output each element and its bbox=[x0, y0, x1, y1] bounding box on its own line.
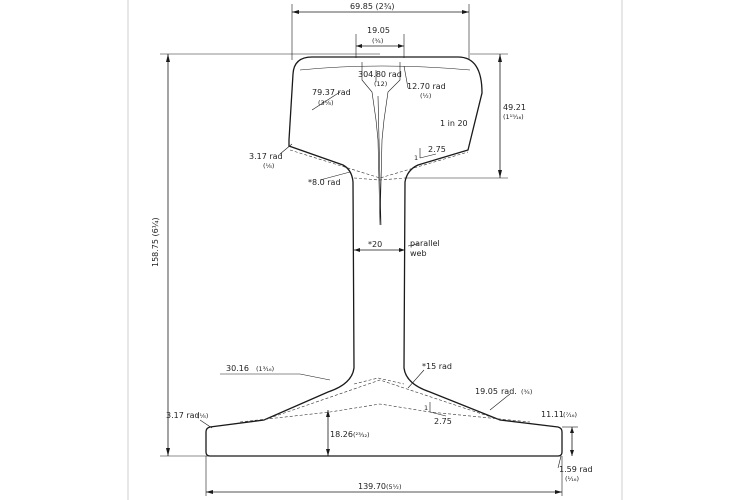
label-underhead-slope: 2.75 bbox=[428, 145, 446, 154]
label-head-width: 69.85 (2¾) bbox=[350, 2, 395, 11]
crown-curve bbox=[299, 65, 471, 71]
label-parallel: parallel bbox=[410, 239, 440, 248]
leader-159-rad bbox=[557, 455, 562, 469]
label-foot-edge-height: 11.11 bbox=[541, 410, 564, 419]
label-center-width-imperial: (¾) bbox=[372, 37, 383, 45]
label-1905-radius-suffix: rad. bbox=[501, 387, 517, 396]
label-head-depth: 49.21 bbox=[503, 103, 526, 112]
arrowhead bbox=[570, 450, 574, 456]
label-foot-corner-radius: 1.59 rad bbox=[559, 465, 593, 474]
arrowhead bbox=[354, 248, 360, 252]
label-foot-corner-radius-imperial: (¹⁄₁₆) bbox=[565, 475, 579, 483]
foot-hidden-line-3 bbox=[263, 379, 501, 421]
label-foot-thickness: 18.26 bbox=[330, 430, 353, 439]
label-center-width: 19.05 bbox=[367, 26, 390, 35]
arrowhead bbox=[398, 44, 404, 48]
label-foot-width: 139.70 bbox=[358, 482, 386, 491]
label-1905-radius: 19.05 bbox=[475, 387, 498, 396]
underhead-hidden-line bbox=[289, 149, 469, 179]
leader-79-rad bbox=[311, 91, 341, 111]
arrowhead bbox=[166, 54, 170, 62]
arrowhead bbox=[570, 427, 574, 433]
leader-1905-rad bbox=[489, 393, 511, 411]
label-foot-left: 30.16 bbox=[226, 364, 249, 373]
arrowhead bbox=[462, 10, 469, 14]
label-crown-radius-imperial: (12) bbox=[374, 80, 387, 88]
label-overall-height: 158.75 (6¼) bbox=[151, 217, 160, 267]
leader-1270-rad bbox=[403, 65, 409, 89]
leader-15-rad bbox=[407, 369, 425, 389]
label-head-depth-imperial: (1¹⁵⁄₁₆) bbox=[503, 113, 524, 121]
label-crown-radius: 304.80 rad bbox=[358, 70, 402, 79]
leader-317-rad-foot bbox=[199, 419, 213, 429]
leader-8-rad bbox=[319, 171, 351, 181]
label-foot-thickness-imperial: (²³⁄₃₂) bbox=[353, 431, 370, 439]
label-head-underside-radius: 3.17 rad bbox=[249, 152, 283, 161]
label-79-radius-imperial: (3⅛) bbox=[318, 99, 334, 107]
label-web: web bbox=[410, 249, 427, 258]
leader-parallel-web bbox=[407, 243, 419, 247]
label-foot-slope-rise: 1 bbox=[424, 404, 428, 412]
label-fillet-bottom-radius: *15 rad bbox=[422, 362, 452, 371]
underhead-hidden-line-2 bbox=[353, 177, 406, 181]
slope-indicator-head bbox=[419, 148, 437, 159]
label-foot-slope: 2.75 bbox=[434, 417, 452, 426]
arrowhead bbox=[292, 10, 299, 14]
label-foot-edge-height-imperial: (⁷⁄₁₆) bbox=[563, 411, 577, 419]
arrowhead bbox=[166, 448, 170, 456]
center-break-marks bbox=[361, 62, 401, 226]
arrowhead bbox=[399, 248, 405, 252]
arrowhead bbox=[326, 449, 330, 456]
arrowhead bbox=[356, 44, 362, 48]
label-foot-left-imperial: (1³⁄₁₆) bbox=[256, 365, 274, 373]
arrowhead bbox=[498, 170, 502, 178]
leader-317-rad-head bbox=[279, 143, 293, 155]
label-1270-radius-imperial: (½) bbox=[420, 92, 431, 100]
label-1905-radius-imperial: (¾) bbox=[521, 388, 532, 396]
label-foot-edge-radius: 3.17 rad bbox=[166, 411, 200, 420]
arrowhead bbox=[555, 490, 562, 494]
slope-indicator-foot bbox=[429, 402, 447, 417]
label-foot-width-imperial: (5½) bbox=[386, 483, 402, 491]
center-line bbox=[377, 95, 382, 226]
leader-foot-left-2 bbox=[299, 373, 331, 381]
arrowhead bbox=[206, 490, 213, 494]
label-head-underside-radius-imperial: (⅛) bbox=[263, 162, 274, 170]
label-79-radius: 79.37 rad bbox=[312, 88, 351, 97]
label-1270-radius: 12.70 rad bbox=[407, 82, 446, 91]
label-foot-edge-radius-imperial: (⅛) bbox=[197, 412, 208, 420]
label-fillet-top-radius: *8.0 rad bbox=[308, 178, 341, 187]
arrowhead bbox=[498, 54, 502, 62]
foot-hidden-line-2 bbox=[353, 377, 405, 385]
arrowhead bbox=[326, 410, 330, 417]
label-underhead-slope-rise: 1 bbox=[414, 154, 418, 162]
label-web-thickness: *20 bbox=[368, 240, 382, 249]
label-head-slope: 1 in 20 bbox=[440, 119, 468, 128]
foot-hidden-line bbox=[239, 403, 531, 423]
